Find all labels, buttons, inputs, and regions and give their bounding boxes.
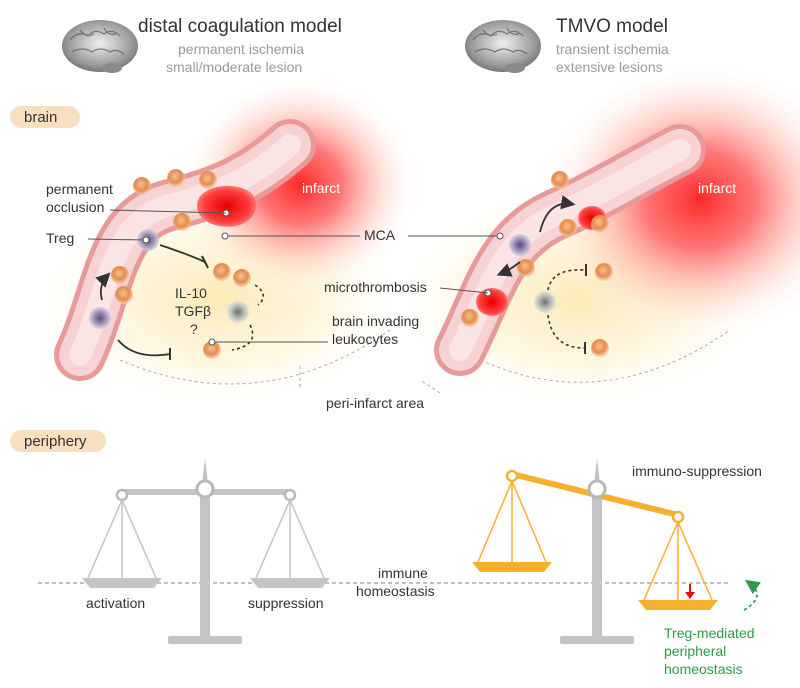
- dashed-inhibition-arrow: [254, 284, 265, 306]
- peri-infarct-label: peri-infarct area: [326, 395, 424, 411]
- question-mark-label: ?: [190, 321, 198, 337]
- suppression-label: suppression: [248, 595, 324, 611]
- left-panel-subtitle-2: small/moderate lesion: [166, 59, 302, 75]
- scale-icon: [472, 458, 718, 644]
- periphery-section-tag: [10, 430, 106, 452]
- microthrombosis-label: microthrombosis: [324, 279, 427, 295]
- peri-infarct-leader-right: [419, 379, 441, 394]
- periphery-section-label: periphery: [24, 433, 87, 450]
- circulation-arrow: [539, 195, 576, 233]
- permanent-occlusion-leader: [109, 209, 227, 214]
- peri-infarct-boundary-right: [469, 329, 731, 383]
- left-panel-subtitle-1: permanent ischemia: [178, 41, 304, 57]
- circulation-arrow: [496, 261, 521, 277]
- right-panel-subtitle-2: extensive lesions: [556, 59, 663, 75]
- inhibition-bar: [201, 255, 209, 269]
- mca-marker-dot: [221, 232, 229, 240]
- right-panel-title: TMVO model: [556, 16, 668, 37]
- immune-homeostasis-label-2: homeostasis: [356, 583, 435, 599]
- mca-label: MCA: [364, 227, 396, 243]
- infarct-label-right: infarct: [698, 180, 736, 196]
- brain-section-tag: [10, 106, 80, 128]
- mca-vessel-left: [54, 119, 316, 381]
- brain-section-label: brain: [24, 109, 57, 126]
- inhibition-arrow: [117, 339, 171, 357]
- brain-icon: [62, 20, 138, 73]
- dashed-cycle-arrow-icon: [743, 579, 761, 611]
- infarct-area-left: [180, 75, 420, 295]
- permanent-occlusion-clot: [196, 185, 257, 227]
- leukocyte-cells-right: [461, 171, 613, 357]
- brain-invading-label-2: leukocytes: [332, 331, 398, 347]
- leukocyte-marker-dot: [208, 338, 216, 346]
- immune-homeostasis-label-1: immune: [378, 565, 428, 581]
- dashed-inhibition-arrow: [547, 314, 585, 349]
- mca-marker-dot: [496, 232, 504, 240]
- treg-mediated-label-1: Treg-mediated: [664, 625, 755, 641]
- activation-label: activation: [86, 595, 145, 611]
- treg-marker-dot: [142, 236, 150, 244]
- inhibition-arrow: [159, 244, 206, 263]
- permanent-occlusion-label-2: occlusion: [46, 199, 104, 215]
- treg-cell: [89, 307, 111, 329]
- dashed-inhibition-arrow: [547, 269, 586, 291]
- left-panel-title: distal coagulation model: [138, 16, 342, 37]
- treg-mediated-label-3: homeostasis: [664, 661, 743, 677]
- scale-icon: [82, 458, 330, 644]
- treg-cell-brain: [227, 301, 249, 323]
- microthrombus: [476, 288, 508, 316]
- treg-path-arrow: [95, 272, 111, 301]
- tgfb-label: TGFβ: [175, 303, 211, 319]
- leukocyte-cells-left: [111, 169, 251, 359]
- brain-invading-label-1: brain invading: [332, 313, 419, 329]
- treg-label: Treg: [46, 230, 74, 246]
- treg-mediated-label-2: peripheral: [664, 643, 726, 659]
- microthrombosis-leader: [439, 287, 489, 294]
- immunosuppression-label: immuno-suppression: [632, 463, 762, 479]
- peri-infarct-boundary-left: [119, 329, 391, 385]
- treg-leader: [87, 238, 147, 241]
- treg-cell-brain: [534, 291, 556, 313]
- il10-label: IL-10: [175, 285, 207, 301]
- treg-cell: [509, 234, 531, 256]
- right-panel-subtitle-1: transient ischemia: [556, 41, 669, 57]
- arrow-down-icon: [685, 584, 695, 599]
- brain-icon: [465, 20, 541, 73]
- permanent-occlusion-label-1: permanent: [46, 181, 113, 197]
- infarct-label-left: infarct: [302, 180, 340, 196]
